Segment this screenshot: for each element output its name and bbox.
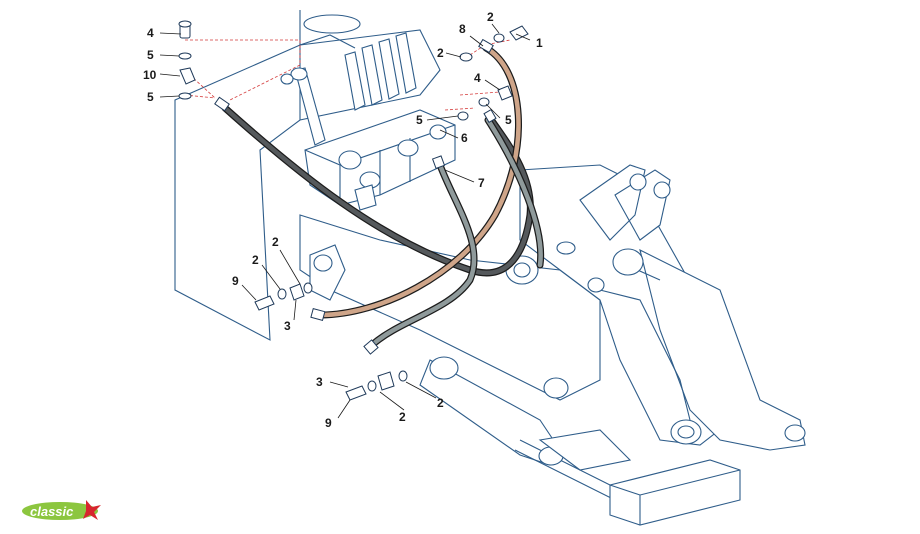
fitting-dark-end [214, 96, 230, 112]
part-2-seal-left-1 [277, 288, 287, 300]
logo-text: classic [30, 504, 74, 519]
spool-2 [361, 44, 383, 106]
callout-2: 2 [437, 396, 444, 410]
part-5-washer-right [478, 97, 490, 107]
callout-5: 5 [505, 113, 512, 127]
part-3-adapter-left [289, 283, 305, 301]
part-5-washer-lower [178, 92, 192, 100]
part-3-adapter-lower [377, 371, 395, 391]
grease-boss [587, 277, 605, 293]
callout-labels: 1 2 2 2 2 2 2 3 3 4 4 5 5 5 5 6 7 8 9 9 … [143, 10, 543, 430]
callout-2: 2 [487, 10, 494, 24]
end-pin [784, 424, 806, 442]
box-section [609, 459, 741, 526]
callout-3: 3 [316, 375, 323, 389]
callout-8: 8 [459, 22, 466, 36]
callout-2: 2 [437, 46, 444, 60]
callout-4: 4 [147, 26, 154, 40]
callout-9: 9 [325, 416, 332, 430]
part-2-seal-left-2 [303, 282, 313, 294]
boom-pivot-bore [513, 262, 531, 278]
callout-2: 2 [272, 235, 279, 249]
logo-badge [22, 502, 98, 520]
fitting-grey-valve [431, 155, 446, 170]
part-1-plug [509, 25, 529, 41]
callout-2: 2 [252, 253, 259, 267]
machine-frame [174, 10, 806, 526]
hose-grey-2 [485, 117, 543, 268]
part-5-washer-upper [178, 52, 192, 60]
fitting-tan-bottom [310, 307, 326, 321]
classic-logo: classic [22, 500, 101, 520]
part-4-bolt-right [497, 85, 513, 101]
clevis-pin-2 [653, 181, 671, 199]
callout-2: 2 [399, 410, 406, 424]
logo-star-icon [83, 500, 101, 520]
part-9-bolt-lower [345, 385, 367, 401]
part-4-head [178, 20, 192, 28]
part-2-seal-lower-2 [398, 370, 408, 382]
hose-tan [317, 45, 521, 318]
valve-outlet [354, 184, 377, 211]
clevis-pin [629, 173, 647, 191]
ram-cylinder-end [429, 356, 459, 380]
callout-9: 9 [232, 274, 239, 288]
valve-port-d [429, 124, 447, 140]
hose-dark [222, 105, 533, 276]
callout-1: 1 [536, 36, 543, 50]
callout-4: 4 [474, 71, 481, 85]
rod-clamp [538, 429, 632, 471]
callout-5: 5 [416, 113, 423, 127]
fitting-tan-top [478, 38, 494, 54]
pivot-boss [612, 248, 644, 276]
exploded-parts [178, 20, 529, 401]
box-section-edge [609, 469, 741, 525]
callout-3: 3 [284, 319, 291, 333]
hydraulic-hoses [221, 44, 545, 349]
part-5-washer-center [457, 111, 469, 121]
spool-4 [395, 32, 417, 94]
fitting-grey-bottom [363, 339, 379, 355]
part-9-bolt-left [254, 295, 275, 311]
spool-3 [378, 38, 400, 100]
callout-6: 6 [461, 131, 468, 145]
valve-port-c [397, 139, 419, 157]
valve-block-edges [304, 124, 456, 205]
callout-7: 7 [478, 176, 485, 190]
part-10-elbow [179, 67, 196, 85]
panel-curve [303, 14, 361, 34]
lever-cap [290, 67, 308, 81]
valve-port-a [338, 150, 362, 170]
callout-5: 5 [147, 48, 154, 62]
callout-5: 5 [147, 90, 154, 104]
hose-grey [369, 162, 477, 348]
arm-pivot-bore [677, 425, 695, 439]
spool-1 [344, 51, 366, 111]
clevis-bracket [579, 164, 671, 241]
part-2-seal-top [493, 33, 505, 43]
hose-fittings [214, 38, 497, 355]
lever-knob [280, 73, 294, 85]
part-2-seal-lower-1 [367, 380, 377, 392]
ram-boss [543, 377, 569, 399]
fitting-grey-top [483, 108, 497, 124]
callout-10: 10 [143, 68, 157, 82]
control-valve-bank [280, 32, 456, 211]
arm-pivot [670, 419, 702, 445]
callout-leaders [159, 23, 531, 419]
small-boss [556, 241, 576, 255]
cylinder-bracket-pin [313, 254, 333, 272]
part-2-seal-mid [459, 52, 473, 62]
